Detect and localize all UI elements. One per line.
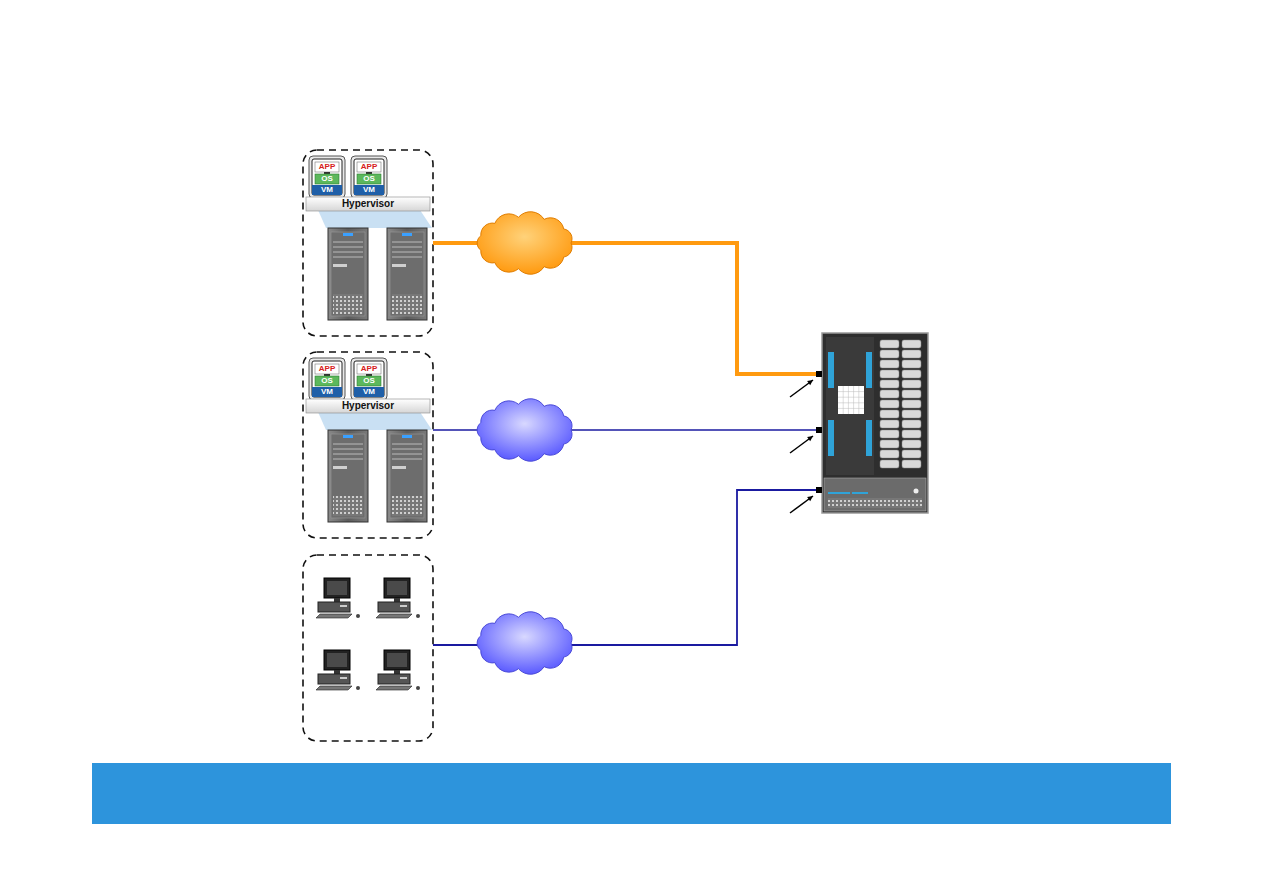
desktop-pc (376, 650, 420, 690)
vm-icon (351, 358, 387, 400)
port-pointer (790, 496, 813, 513)
server-tower (328, 228, 368, 320)
port-pointer-head (807, 496, 813, 501)
vm-label: VM (363, 388, 375, 396)
hypervisor-bar (306, 197, 430, 211)
os-label: OS (321, 377, 333, 385)
network-cloud (477, 612, 572, 674)
group-outline (303, 352, 433, 538)
vm-icon (351, 156, 387, 198)
app-label: APP (319, 163, 335, 171)
vm-label: VM (363, 186, 375, 194)
vm-icon (309, 156, 345, 198)
hypervisor-wedge (318, 412, 432, 430)
network-cloud (477, 212, 572, 274)
app-label: APP (361, 365, 377, 373)
hypervisor-label: Hypervisor (342, 199, 394, 209)
vm-label: VM (321, 388, 333, 396)
os-label: OS (363, 175, 375, 183)
server-tower (387, 430, 427, 522)
port-pointer (790, 436, 813, 453)
port-pointer-head (807, 380, 813, 385)
hypervisor-wedge (318, 210, 432, 228)
hypervisor-label: Hypervisor (342, 401, 394, 411)
port-pointer (790, 380, 813, 397)
port-pointer-head (807, 436, 813, 441)
group-outline (303, 555, 433, 741)
network-cloud (477, 399, 572, 461)
port (816, 487, 822, 493)
server-tower (387, 228, 427, 320)
app-label: APP (361, 163, 377, 171)
footer-bar (92, 763, 1171, 824)
port (816, 427, 822, 433)
os-label: OS (363, 377, 375, 385)
desktop-pc (316, 650, 360, 690)
desktop-pc (376, 578, 420, 618)
vm-label: VM (321, 186, 333, 194)
network-link (433, 490, 818, 645)
desktop-pc (316, 578, 360, 618)
hypervisor-bar (306, 399, 430, 413)
storage-array (822, 333, 928, 513)
group-outline (303, 150, 433, 336)
app-label: APP (319, 365, 335, 373)
server-tower (328, 430, 368, 522)
vm-icon (309, 358, 345, 400)
port (816, 371, 822, 377)
os-label: OS (321, 175, 333, 183)
